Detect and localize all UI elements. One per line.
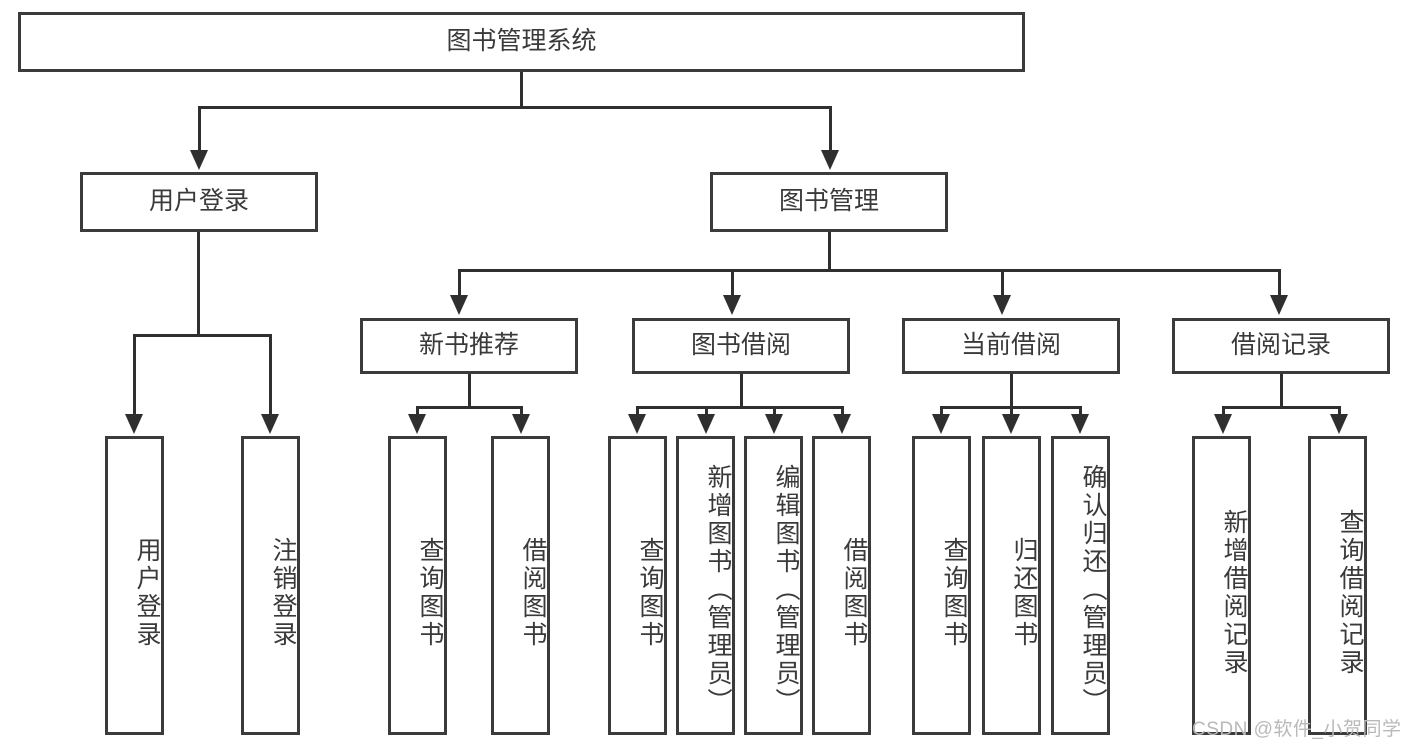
csdn-watermark: CSDN @软件_小贺同学: [1192, 719, 1402, 740]
arrow-bm-to-borrow-record: [1270, 295, 1288, 315]
connector-br-to-leaf-2: [1338, 406, 1341, 418]
leaf-book-borrow-query-book[interactable]: 查询图书: [608, 436, 667, 735]
connector-bb-to-leaf-3: [773, 406, 776, 418]
node-book-borrow[interactable]: 图书借阅: [632, 318, 850, 374]
connector-user-login-to-leaf-1: [133, 334, 136, 416]
arrow-br-to-leaf-1: [1214, 414, 1232, 434]
connector-root-stem: [520, 72, 523, 108]
connector-bb-to-leaf-2: [705, 406, 708, 418]
connector-bb-to-leaf-1: [636, 406, 639, 418]
connector-book-borrow-stem: [740, 374, 743, 408]
leaf-user-login-login[interactable]: 用户登录: [105, 436, 164, 735]
arrow-user-login-to-leaf-2: [261, 414, 279, 434]
node-label: 新增借阅记录: [1220, 508, 1248, 677]
connector-nb-to-leaf-2: [520, 406, 523, 418]
connector-user-login-stem: [197, 232, 200, 336]
leaf-book-borrow-add-book-admin[interactable]: 新增图书（管理员）: [676, 436, 735, 735]
arrow-nb-to-leaf-2: [512, 414, 530, 434]
connector-book-borrow-bar: [636, 406, 844, 409]
node-root-book-management-system[interactable]: 图书管理系统: [18, 12, 1025, 72]
connector-cb-to-leaf-2: [1010, 406, 1013, 418]
connector-new-book-stem: [468, 374, 471, 408]
arrow-user-login-to-leaf-1: [125, 414, 143, 434]
leaf-borrow-record-add-record[interactable]: 新增借阅记录: [1192, 436, 1251, 735]
leaf-new-book-query-book[interactable]: 查询图书: [388, 436, 447, 735]
connector-user-login-bar: [133, 334, 272, 337]
arrow-root-to-book-management: [821, 150, 839, 170]
arrow-nb-to-leaf-1: [408, 414, 426, 434]
arrow-cb-to-leaf-1: [932, 414, 950, 434]
arrow-bb-to-leaf-2: [697, 414, 715, 434]
node-label: 借阅图书: [840, 536, 868, 649]
connector-nb-to-leaf-1: [416, 406, 419, 418]
connector-root-to-book-management: [829, 106, 832, 152]
node-user-login[interactable]: 用户登录: [80, 172, 318, 232]
connector-bm-to-borrow-record: [1278, 269, 1281, 297]
node-label: 新增图书（管理员）: [704, 463, 732, 716]
node-label: 查询图书: [940, 536, 968, 649]
connector-root-to-user-login: [198, 106, 201, 152]
leaf-current-borrow-query-book[interactable]: 查询图书: [912, 436, 971, 735]
connector-borrow-record-bar: [1222, 406, 1341, 409]
connector-new-book-bar: [416, 406, 523, 409]
connector-bb-to-leaf-4: [841, 406, 844, 418]
connector-cb-to-leaf-1: [940, 406, 943, 418]
node-label: 当前借阅: [960, 331, 1061, 360]
arrow-cb-to-leaf-2: [1002, 414, 1020, 434]
connector-current-borrow-stem: [1010, 374, 1013, 408]
arrow-bm-to-book-borrow: [723, 295, 741, 315]
arrow-bm-to-new-book: [450, 295, 468, 315]
arrow-bb-to-leaf-4: [833, 414, 851, 434]
connector-bm-to-current-borrow: [1001, 269, 1004, 297]
connector-br-to-leaf-1: [1222, 406, 1225, 418]
node-book-management[interactable]: 图书管理: [710, 172, 948, 232]
leaf-current-borrow-return-book[interactable]: 归还图书: [982, 436, 1041, 735]
node-label: 编辑图书（管理员）: [772, 463, 800, 716]
arrow-bb-to-leaf-3: [765, 414, 783, 434]
node-current-borrow[interactable]: 当前借阅: [902, 318, 1120, 374]
arrow-bb-to-leaf-1: [628, 414, 646, 434]
leaf-book-borrow-borrow-book[interactable]: 借阅图书: [812, 436, 871, 735]
node-label: 图书借阅: [690, 331, 791, 360]
connector-cb-to-leaf-3: [1079, 406, 1082, 418]
leaf-user-login-logout[interactable]: 注销登录: [241, 436, 300, 735]
leaf-borrow-record-query-record[interactable]: 查询借阅记录: [1308, 436, 1367, 735]
node-label: 图书管理系统: [446, 27, 597, 56]
connector-book-management-stem: [828, 232, 831, 272]
node-label: 用户登录: [133, 536, 161, 649]
connector-user-login-to-leaf-2: [269, 334, 272, 416]
leaf-book-borrow-edit-book-admin[interactable]: 编辑图书（管理员）: [744, 436, 803, 735]
node-label: 借阅图书: [519, 536, 547, 649]
node-new-book-recommend[interactable]: 新书推荐: [360, 318, 578, 374]
connector-book-management-bar: [458, 269, 1281, 272]
node-label: 查询图书: [636, 536, 664, 649]
connector-bm-to-new-book: [458, 269, 461, 297]
leaf-current-borrow-confirm-return-admin[interactable]: 确认归还（管理员）: [1051, 436, 1110, 735]
arrow-root-to-user-login: [190, 150, 208, 170]
node-label: 查询借阅记录: [1336, 508, 1364, 677]
node-label: 查询图书: [416, 536, 444, 649]
node-label: 归还图书: [1010, 536, 1038, 649]
connector-bm-to-book-borrow: [731, 269, 734, 297]
leaf-new-book-borrow-book[interactable]: 借阅图书: [491, 436, 550, 735]
node-borrow-record[interactable]: 借阅记录: [1172, 318, 1390, 374]
node-label: 新书推荐: [418, 331, 519, 360]
node-label: 借阅记录: [1230, 331, 1331, 360]
arrow-cb-to-leaf-3: [1071, 414, 1089, 434]
connector-borrow-record-stem: [1280, 374, 1283, 408]
connector-root-bar: [198, 106, 832, 109]
arrow-bm-to-current-borrow: [993, 295, 1011, 315]
node-label: 确认归还（管理员）: [1079, 463, 1107, 716]
node-label: 图书管理: [778, 187, 879, 216]
arrow-br-to-leaf-2: [1330, 414, 1348, 434]
node-label: 用户登录: [148, 187, 249, 216]
node-label: 注销登录: [269, 536, 297, 649]
